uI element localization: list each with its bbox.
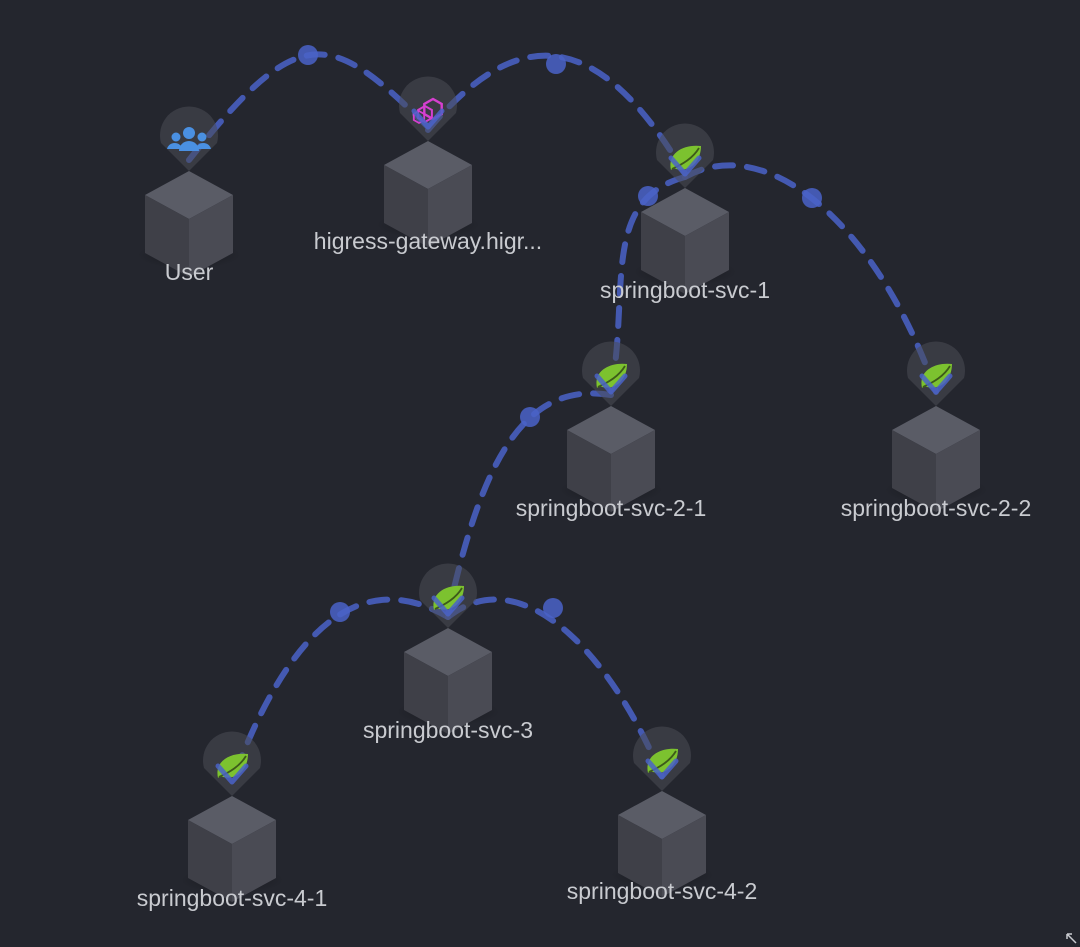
arrowhead-icon bbox=[215, 763, 249, 785]
cube-left bbox=[384, 165, 428, 247]
node-label-svc21: springboot-svc-2-1 bbox=[515, 495, 707, 521]
arrowhead-icon bbox=[431, 595, 465, 617]
arrowhead-icon bbox=[919, 373, 953, 395]
arrowhead-icon bbox=[594, 373, 628, 395]
cube-right bbox=[232, 820, 276, 902]
edge-traffic-dot bbox=[638, 186, 658, 206]
cube-right bbox=[448, 652, 492, 734]
edge-path bbox=[682, 162, 939, 395]
node-svc22[interactable] bbox=[884, 341, 988, 512]
edge-user-to-gateway[interactable] bbox=[186, 45, 431, 163]
cube-right bbox=[611, 430, 655, 512]
cube-left bbox=[892, 430, 936, 512]
edge-path bbox=[445, 390, 614, 617]
cube-left bbox=[404, 652, 448, 734]
edge-gateway-to-svc1[interactable] bbox=[425, 52, 688, 177]
edge-svc21-to-svc3[interactable] bbox=[445, 390, 614, 617]
cube-left bbox=[641, 212, 685, 294]
edge-traffic-dot bbox=[298, 45, 318, 65]
arrowhead-icon bbox=[411, 108, 445, 130]
cube-right bbox=[685, 212, 729, 294]
node-user[interactable] bbox=[137, 106, 241, 277]
edge-path bbox=[229, 596, 451, 785]
node-label-svc3: springboot-svc-3 bbox=[362, 717, 534, 743]
cube-left bbox=[188, 820, 232, 902]
cube-right bbox=[936, 430, 980, 512]
users-icon bbox=[167, 127, 211, 151]
resize-handle-icon[interactable] bbox=[1064, 931, 1078, 945]
edge-traffic-dot bbox=[330, 602, 350, 622]
edge-traffic-dot bbox=[546, 54, 566, 74]
node-label-user: User bbox=[164, 259, 214, 285]
arrowhead-icon bbox=[668, 155, 702, 177]
cube-left bbox=[145, 195, 189, 277]
cube-left bbox=[618, 815, 662, 897]
node-svc21[interactable] bbox=[559, 341, 663, 512]
arrows-layer bbox=[215, 108, 953, 785]
edge-traffic-dot bbox=[520, 407, 540, 427]
node-gateway[interactable] bbox=[376, 76, 480, 247]
node-label-svc22: springboot-svc-2-2 bbox=[840, 495, 1032, 521]
node-svc42[interactable] bbox=[610, 726, 714, 897]
cube-right bbox=[662, 815, 706, 897]
node-label-svc42: springboot-svc-4-2 bbox=[566, 878, 758, 904]
node-svc1[interactable] bbox=[633, 123, 737, 294]
nodes-layer bbox=[137, 76, 988, 902]
node-label-svc41: springboot-svc-4-1 bbox=[136, 885, 328, 911]
edge-traffic-dot bbox=[543, 598, 563, 618]
node-label-svc1: springboot-svc-1 bbox=[599, 277, 771, 303]
edges-layer bbox=[186, 45, 939, 785]
edge-svc1-to-svc22[interactable] bbox=[682, 162, 939, 395]
edge-svc3-to-svc42[interactable] bbox=[445, 596, 665, 780]
cube-left bbox=[567, 430, 611, 512]
node-svc41[interactable] bbox=[180, 731, 284, 902]
node-label-gateway: higress-gateway.higr... bbox=[313, 228, 543, 254]
edge-traffic-dot bbox=[802, 188, 822, 208]
cube-right bbox=[428, 165, 472, 247]
edge-path bbox=[186, 51, 431, 163]
edge-path bbox=[445, 596, 665, 780]
edge-svc3-to-svc41[interactable] bbox=[229, 596, 451, 785]
cube-right bbox=[189, 195, 233, 277]
node-svc3[interactable] bbox=[396, 563, 500, 734]
arrowhead-icon bbox=[645, 758, 679, 780]
